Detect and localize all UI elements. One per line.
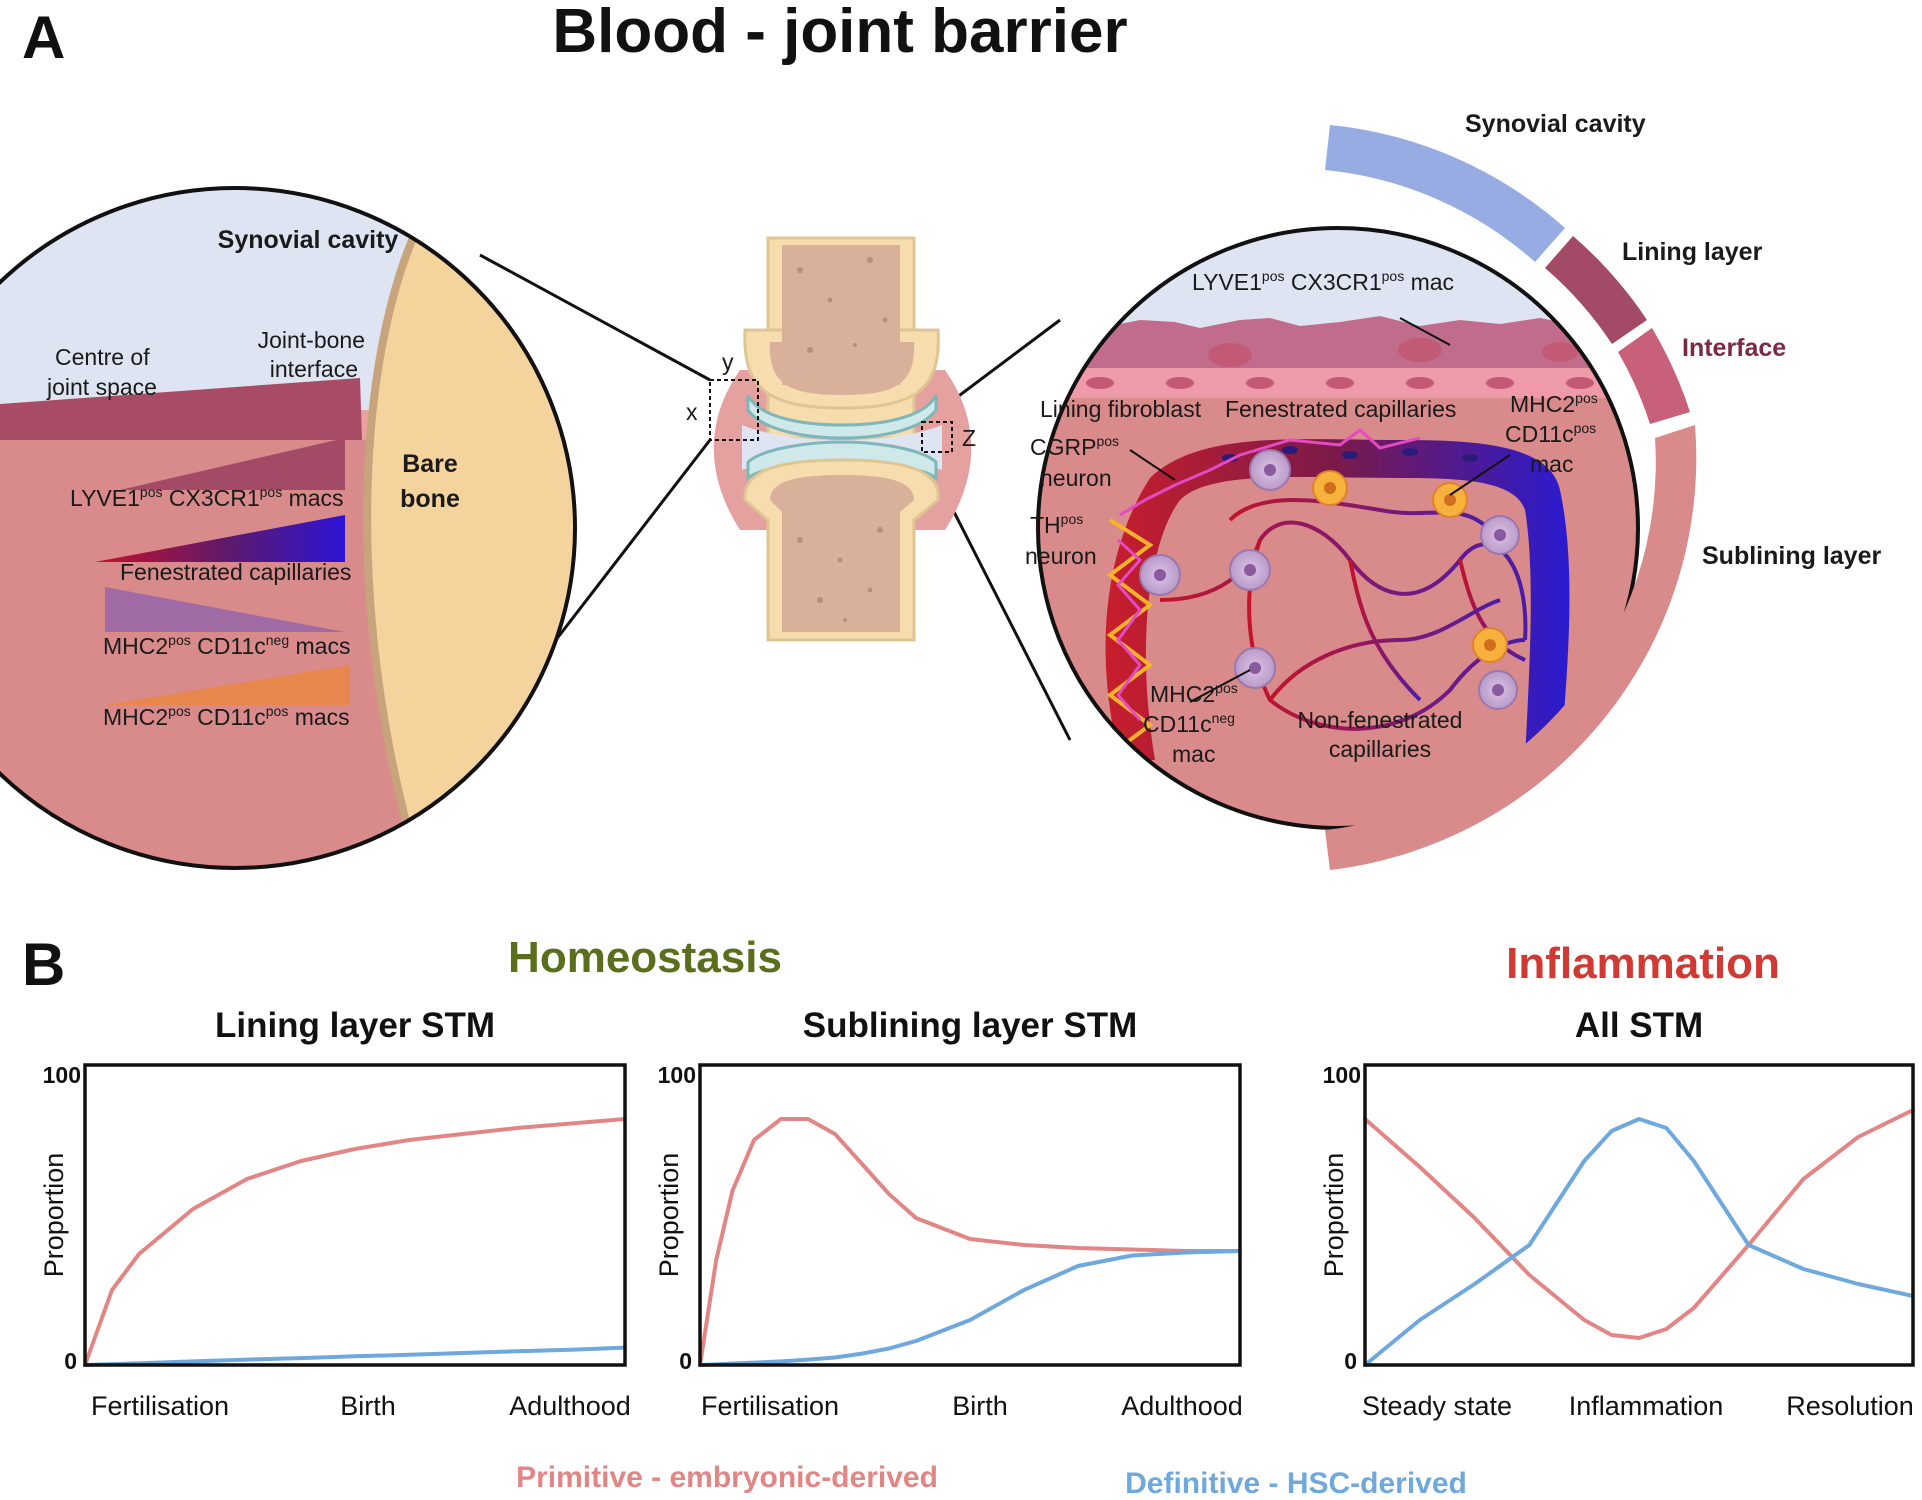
mac-label: mac	[1530, 451, 1573, 477]
right-lyve-mac-label: LYVE1pos CX3CR1pos mac	[1192, 268, 1454, 295]
left-zoom-circle: Synovial cavity Centre of joint space Jo…	[0, 186, 577, 870]
y-axis-label: Proportion	[654, 1153, 684, 1278]
centre-label-line2: joint space	[46, 374, 157, 400]
synovial-cavity-ring	[1325, 125, 1565, 262]
fenestrated-label: Fenestrated capillaries	[120, 559, 351, 585]
lining-fibroblast-label: Lining fibroblast	[1040, 396, 1202, 422]
y-tick-label: 0	[1344, 1348, 1357, 1374]
x-tick-label: Birth	[952, 1391, 1008, 1421]
layer-rings: Synovial cavity Lining layer Interface S…	[1325, 110, 1881, 870]
x-tick-label: Birth	[340, 1391, 396, 1421]
series-line-primitive	[83, 1117, 627, 1367]
non-fenestrated-label-line1: Non-fenestrated	[1298, 707, 1463, 733]
lyve-macs-wedge	[120, 438, 345, 490]
chart-title: Lining layer STM	[215, 1006, 495, 1045]
mhc2-pos-wedge	[105, 665, 350, 705]
legend-definitive: Definitive - HSC-derived	[1125, 1467, 1467, 1500]
cd11cpos-label: CD11cpos	[1505, 420, 1596, 447]
left-synovial-cavity-label: Synovial cavity	[218, 226, 399, 254]
panel-a-title: Blood - joint barrier	[552, 0, 1127, 66]
bare-bone-label-line2: bone	[400, 485, 460, 513]
joint-label-y: y	[722, 349, 734, 375]
panel-a-letter: A	[22, 4, 65, 71]
cgrp-label: CGRPpos	[1030, 433, 1119, 460]
cd11cneg-label: CD11cneg	[1143, 710, 1235, 737]
legend-primitive: Primitive - embryonic-derived	[516, 1461, 938, 1494]
fenestrated-vessel	[1105, 439, 1570, 760]
zoom-box-x	[709, 379, 759, 441]
series-line-definitive	[83, 1345, 627, 1367]
mhc2-neg-macs-label: MHC2pos CD11cneg macs	[103, 632, 350, 659]
panel-b-letter: B	[22, 931, 65, 998]
non-fenestrated-label-line2: capillaries	[1329, 736, 1431, 762]
plot-frame	[1363, 1063, 1915, 1367]
joint-label-z: Z	[962, 425, 976, 451]
sublining-layer-ring	[1325, 425, 1697, 870]
x-tick-label: Fertilisation	[701, 1391, 839, 1421]
lining-band	[0, 378, 362, 448]
centre-label-line1: Centre of	[55, 344, 150, 370]
lining-layer-ring	[1545, 236, 1647, 344]
th-neuron-label: neuron	[1025, 543, 1097, 569]
plot-frame	[698, 1063, 1242, 1367]
cgrp-neuron-label: neuron	[1040, 465, 1112, 491]
ring-label-sublining-layer: Sublining layer	[1702, 542, 1881, 570]
mhc2-neg-wedge	[105, 587, 345, 632]
y-tick-label: 100	[658, 1062, 696, 1088]
joint-bone-label-line2: interface	[270, 356, 358, 382]
bare-bone-label-line1: Bare	[402, 450, 458, 478]
ring-label-interface: Interface	[1682, 334, 1786, 362]
series-line-definitive	[698, 1249, 1242, 1367]
mac2-label: mac	[1172, 741, 1215, 767]
mhc2neg-label: MHC2pos	[1150, 680, 1238, 707]
y-tick-label: 0	[679, 1348, 692, 1374]
y-tick-label: 100	[1323, 1062, 1361, 1088]
fenestrated-capillaries-label: Fenestrated capillaries	[1225, 396, 1456, 422]
mhc2pos-label: MHC2pos	[1510, 390, 1598, 417]
series-line-definitive	[1363, 1117, 1915, 1367]
plot-frame	[83, 1063, 627, 1367]
y-axis-label: Proportion	[39, 1153, 69, 1278]
joint-bone-label-line1: Joint-bone	[258, 327, 365, 353]
th-label: THpos	[1030, 511, 1083, 538]
zoom-box-z	[921, 421, 953, 453]
chart-title: All STM	[1575, 1006, 1703, 1045]
inflammation-title: Inflammation	[1506, 939, 1780, 988]
homeostasis-title: Homeostasis	[508, 933, 782, 982]
mhc2-pos-macrophages	[1312, 470, 1508, 663]
ring-label-synovial-cavity: Synovial cavity	[1465, 110, 1646, 138]
series-line-primitive	[698, 1117, 1242, 1367]
charts-group: Lining layer STM 0 100ProportionFertilisat…	[39, 1006, 1915, 1421]
x-tick-label: Fertilisation	[91, 1391, 229, 1421]
series-line-primitive	[1363, 1108, 1915, 1340]
lining-macrophages	[1038, 316, 1638, 372]
x-tick-label: Inflammation	[1569, 1391, 1724, 1421]
chart-title: Sublining layer STM	[803, 1006, 1137, 1045]
y-axis-label: Proportion	[1319, 1153, 1349, 1278]
joint-illustration: y x Z	[686, 236, 976, 642]
fenestrated-wedge	[95, 515, 345, 562]
chart-2: Sublining layer STM 0 100ProportionFertili…	[654, 1006, 1243, 1421]
x-tick-label: Steady state	[1362, 1391, 1512, 1421]
joint-label-x: x	[686, 399, 698, 425]
lyve-macs-label: LYVE1pos CX3CR1pos macs	[70, 484, 344, 511]
chart-1: Lining layer STM 0 100ProportionFertilisat…	[39, 1006, 631, 1421]
mhc2-pos-macs-label: MHC2pos CD11cpos macs	[103, 703, 350, 730]
y-tick-label: 0	[64, 1348, 77, 1374]
interface-ring	[1618, 328, 1690, 424]
upper-cartilage	[746, 394, 938, 440]
x-tick-label: Adulthood	[509, 1391, 631, 1421]
ring-label-lining-layer: Lining layer	[1622, 238, 1763, 266]
x-tick-label: Adulthood	[1121, 1391, 1243, 1421]
x-tick-label: Resolution	[1786, 1391, 1914, 1421]
cgrp-neuron	[1119, 428, 1421, 517]
y-tick-label: 100	[43, 1062, 81, 1088]
